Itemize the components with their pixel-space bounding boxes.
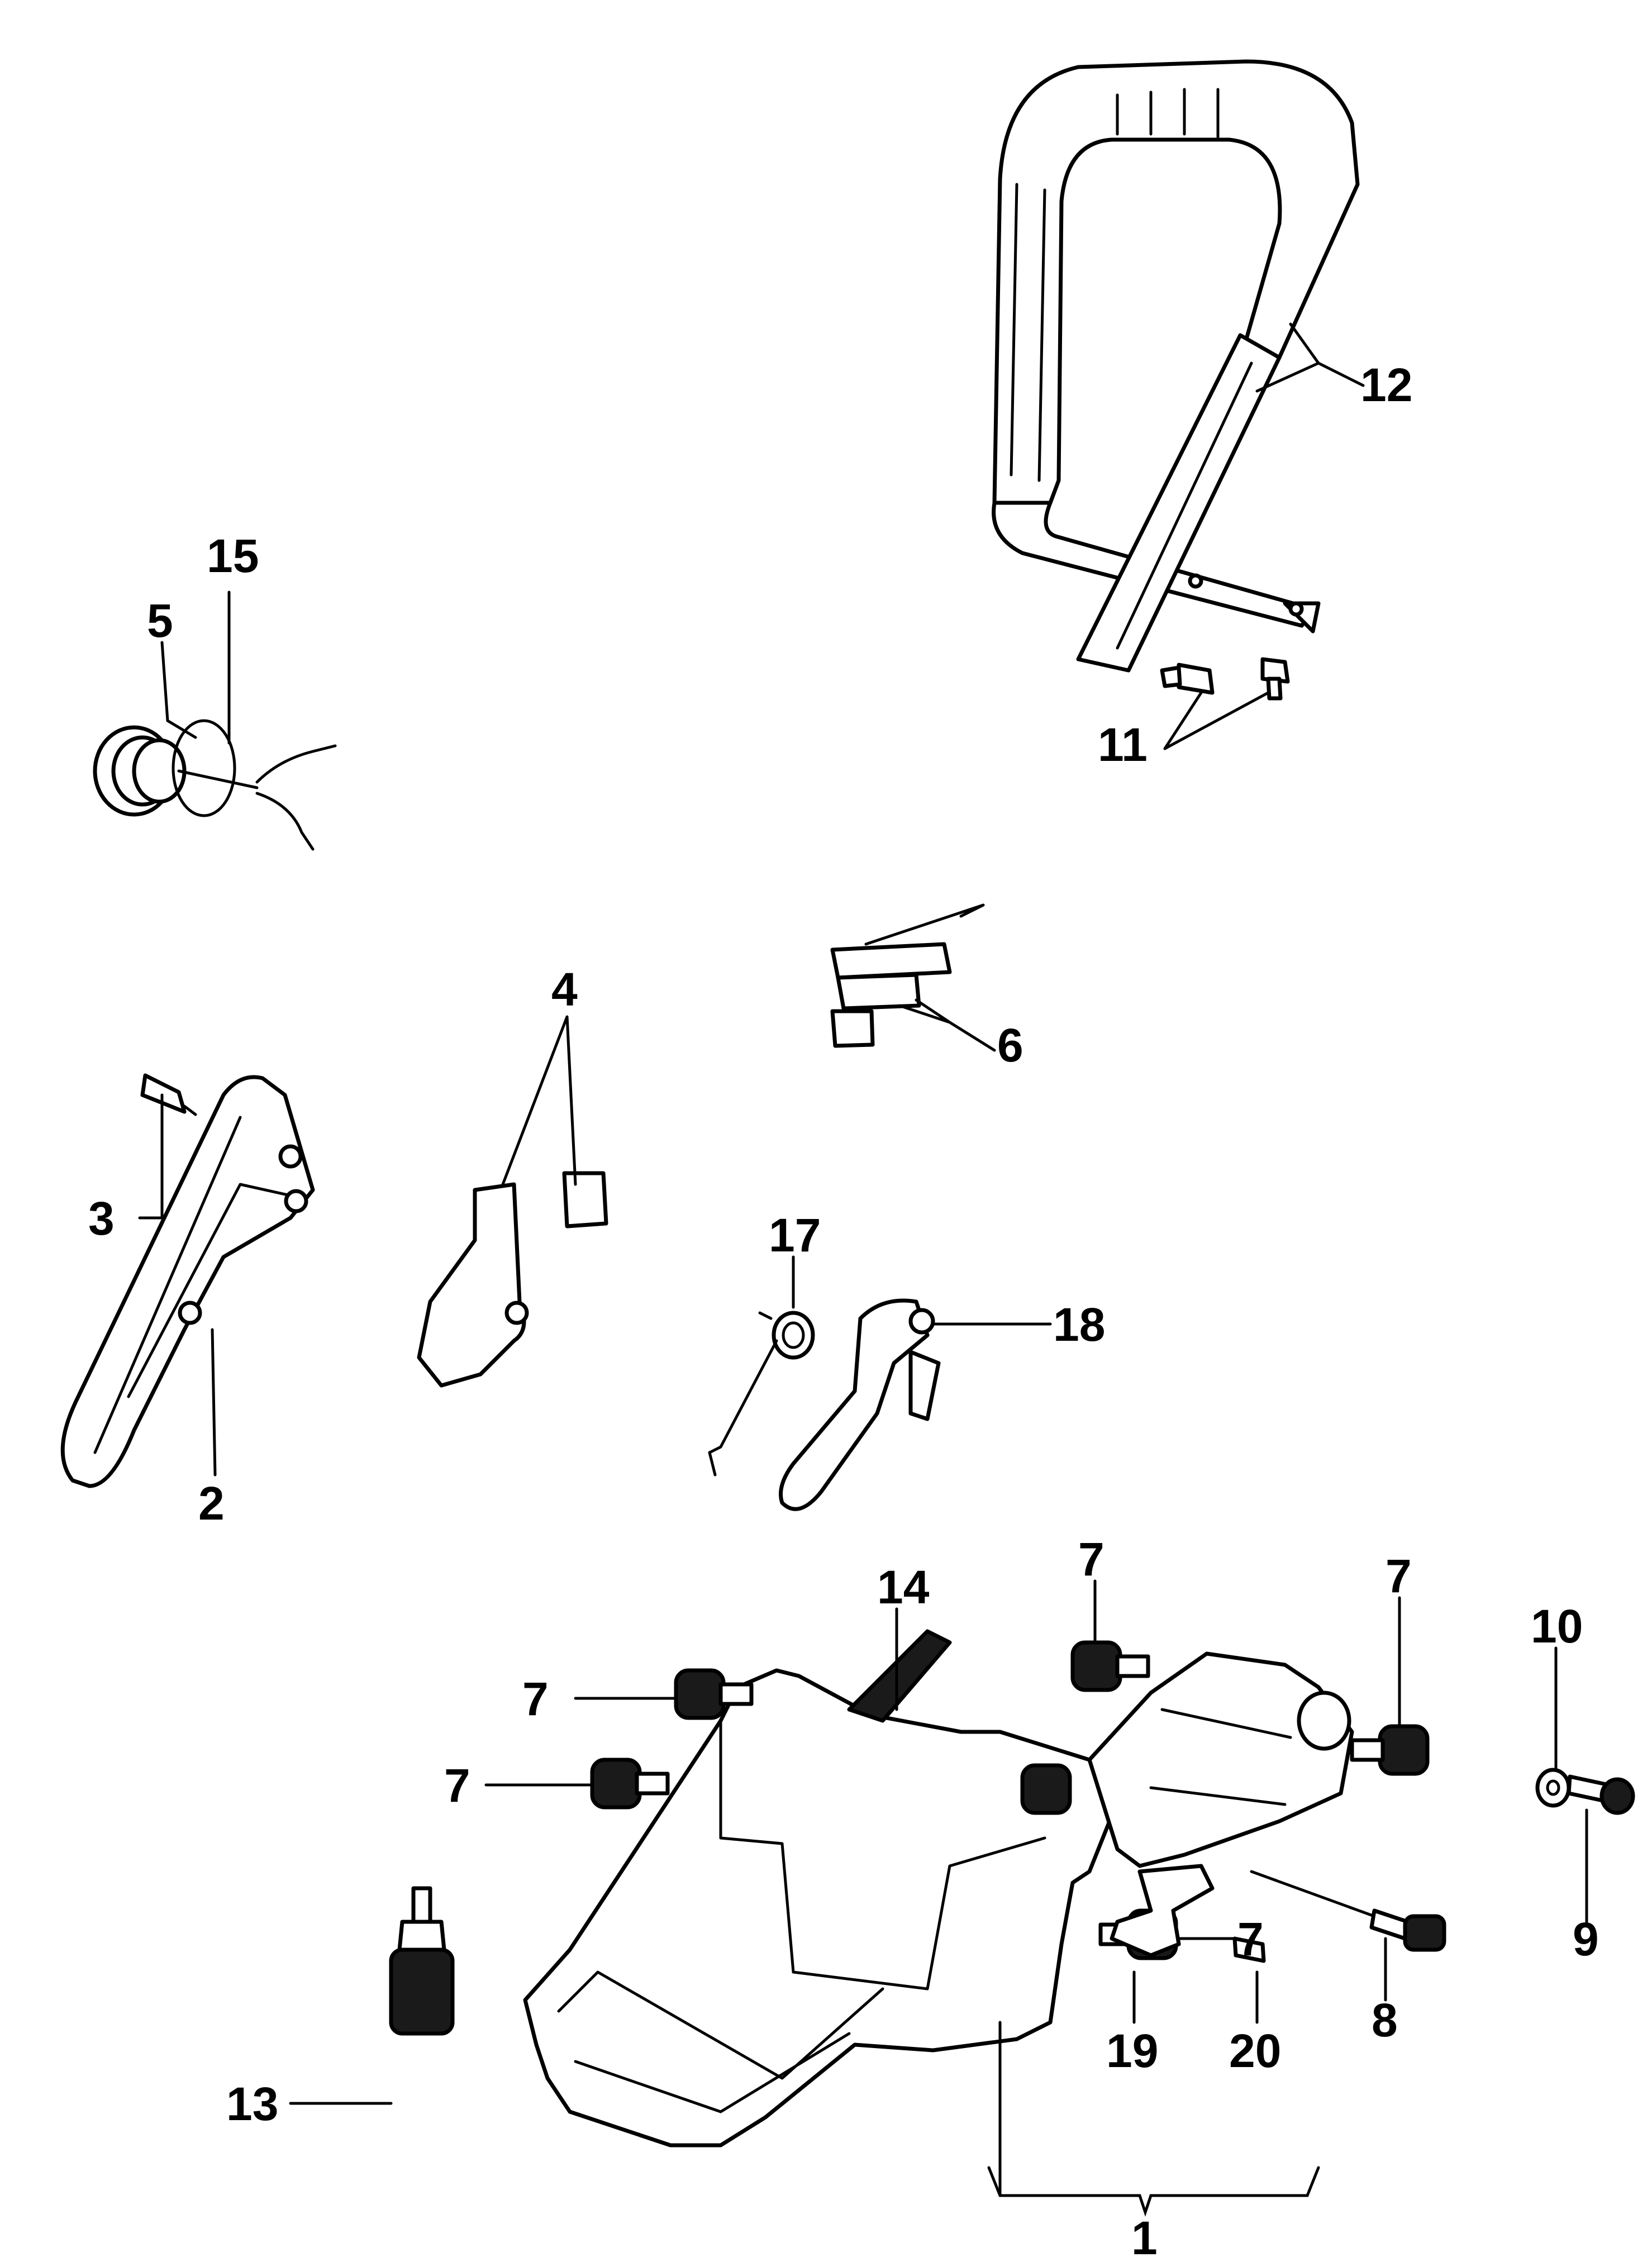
washer: [1535, 1768, 1571, 1808]
bracket-screw: [140, 1073, 197, 1116]
callout-5: 5: [147, 594, 173, 647]
rubber-buffer-center: [1070, 1640, 1150, 1692]
callout-2: 2: [198, 1477, 225, 1530]
throttle-trigger: [779, 1298, 941, 1511]
torsion-spring: [708, 1311, 815, 1477]
callout-18: 18: [1053, 1298, 1105, 1351]
callout-9: 9: [1573, 1913, 1599, 1965]
handle-screws: [1160, 657, 1290, 701]
callout-1: 1: [1131, 2212, 1158, 2257]
callout-7-mid-left: 7: [444, 1759, 470, 1812]
callout-17: 17: [769, 1209, 821, 1261]
main-handle-housing: [523, 1651, 1354, 2148]
adjuster-needle: [1250, 1870, 1446, 1952]
socket-bolt: [1567, 1774, 1635, 1815]
callout-20: 20: [1229, 2025, 1281, 2077]
callout-4: 4: [551, 963, 578, 1016]
rubber-buffer-right: [1350, 1724, 1430, 1776]
trigger-lock-parts: [417, 1171, 608, 1388]
callout-3: 3: [88, 1192, 115, 1245]
callout-15: 15: [207, 530, 259, 582]
clamp-screw: [1232, 1936, 1266, 1963]
callout-6: 6: [997, 1019, 1023, 1072]
rubber-buffer-upper-left: [674, 1668, 754, 1720]
lever-assembly: [830, 903, 985, 1048]
front-handle-bar: [992, 59, 1360, 673]
leader-lines: [138, 322, 1588, 2217]
rubber-buffer-mid-left: [590, 1758, 670, 1810]
callout-7-upper-left: 7: [522, 1673, 549, 1725]
plug-with-oring-and-clip: [93, 719, 337, 851]
clamp: [1110, 1864, 1215, 1958]
callout-7-lower: 7: [1237, 1913, 1264, 1965]
callout-7-center: 7: [1078, 1533, 1104, 1585]
callout-8: 8: [1372, 1994, 1398, 2046]
callout-7-right: 7: [1386, 1550, 1412, 1602]
rear-handle-bracket: [60, 1075, 315, 1488]
threaded-insert: [389, 1886, 455, 2036]
flat-spring: [847, 1629, 952, 1723]
callout-13: 13: [226, 2078, 278, 2130]
callout-19: 19: [1106, 2025, 1158, 2077]
callout-10: 10: [1531, 1600, 1583, 1653]
callout-12: 12: [1360, 359, 1412, 411]
callout-11: 11: [1098, 718, 1148, 771]
callout-14: 14: [877, 1561, 930, 1613]
rubber-buffer-on-housing: [1020, 1763, 1072, 1815]
